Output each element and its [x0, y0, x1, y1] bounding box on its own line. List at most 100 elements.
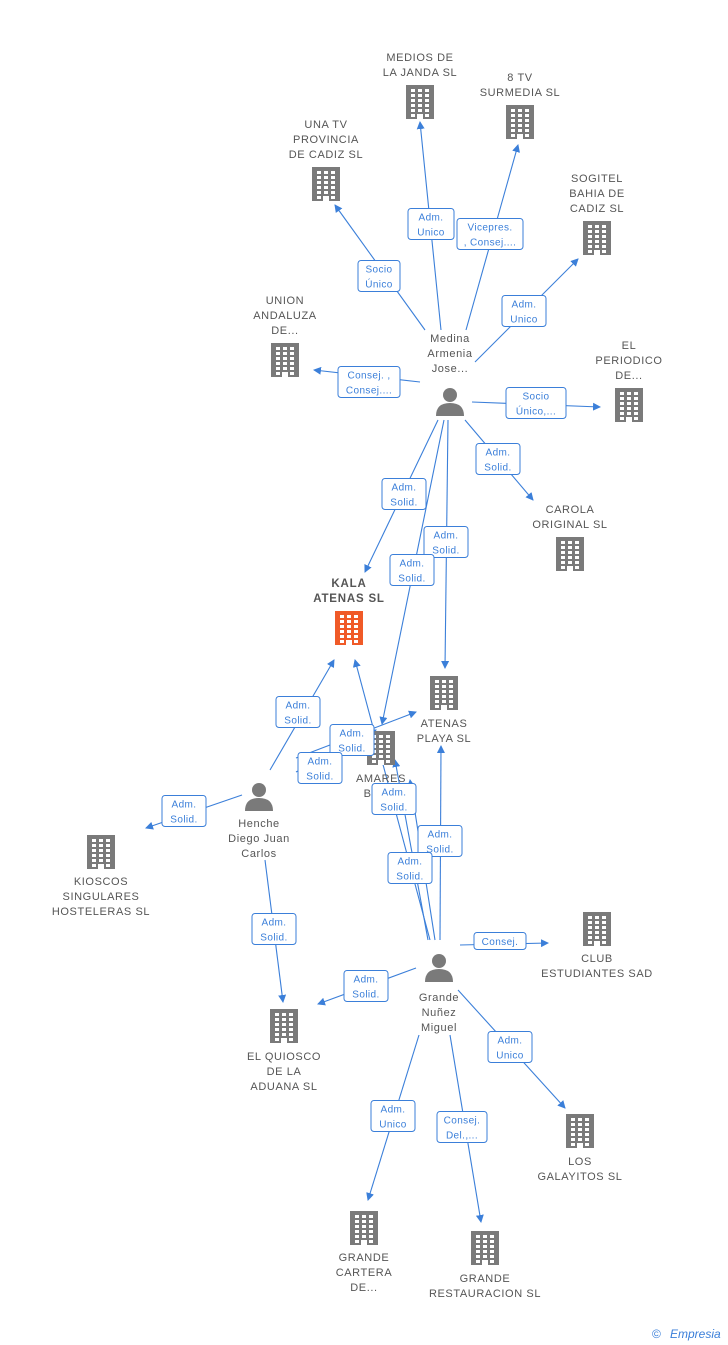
building-icon — [312, 167, 340, 201]
company-label: SURMEDIA SL — [480, 87, 561, 99]
relation-label-text: Consej. , — [347, 371, 390, 382]
relation-label[interactable]: Adm.Unico — [370, 1100, 416, 1132]
relation-label[interactable]: Adm.Unico — [487, 1031, 533, 1063]
relation-label[interactable]: Adm. Solid. — [475, 443, 521, 475]
company-label: GRANDE — [460, 1273, 511, 1285]
company-label: ATENAS SL — [313, 593, 385, 605]
relation-label-text: Adm. — [382, 788, 407, 799]
relation-label[interactable]: Adm. Unico — [501, 295, 547, 327]
relation-label[interactable]: Adm. Solid. — [297, 752, 343, 784]
relation-label-box — [251, 913, 297, 945]
relation-label[interactable]: Adm. Solid. — [371, 783, 417, 815]
company-label: DE... — [271, 325, 298, 337]
relation-label-text: Adm. — [354, 975, 379, 986]
person-label: Nuñez — [422, 1007, 457, 1019]
relation-label-box — [370, 1100, 416, 1132]
relation-label-text: Único,... — [516, 405, 556, 418]
relation-label-text: Único — [365, 278, 393, 291]
relation-label[interactable]: Consej.Del.,... — [436, 1111, 488, 1143]
relation-label-box — [436, 1111, 488, 1143]
relation-label[interactable]: Adm. Solid. — [417, 825, 463, 857]
company-label: KIOSCOS — [74, 876, 128, 888]
company-label: LOS — [568, 1156, 592, 1168]
person-label: Henche — [238, 818, 280, 830]
company-label: ATENAS — [421, 718, 468, 730]
relation-label-text: Adm. — [262, 918, 287, 929]
relation-label[interactable]: Adm.Solid. — [275, 696, 321, 728]
relation-label-text: Solid. — [390, 498, 417, 509]
relation-label[interactable]: SocioÚnico,... — [505, 387, 567, 419]
company-node-carola[interactable]: CAROLA ORIGINAL SL — [532, 504, 607, 571]
relation-label-text: Adm. — [512, 300, 537, 311]
relation-label-text: Socio — [365, 265, 392, 276]
relation-label-text: Solid. — [398, 574, 425, 585]
company-label: DE... — [350, 1282, 377, 1294]
relation-label-box — [161, 795, 207, 827]
relation-label[interactable]: Consej. — [473, 932, 527, 950]
relation-label-text: Solid. — [380, 803, 407, 814]
company-label: SINGULARES — [63, 891, 140, 903]
relation-label-box — [381, 478, 427, 510]
relation-label[interactable]: Vicepres., Consej.... — [456, 218, 524, 250]
relation-label-text: , Consej.... — [464, 238, 517, 249]
company-label: CAROLA — [546, 504, 595, 516]
person-icon — [436, 388, 464, 416]
brand-name[interactable]: Empresia — [670, 1327, 721, 1341]
company-label: ANDALUZA — [253, 310, 317, 322]
relation-label[interactable]: Adm.Solid. — [423, 526, 469, 558]
relation-label-text: Solid. — [484, 463, 511, 474]
company-label: LA JANDA SL — [383, 67, 457, 79]
company-node-8tv[interactable]: 8 TV SURMEDIA SL — [480, 72, 561, 139]
relation-label-text: Adm. — [286, 701, 311, 712]
relation-label-text: Adm. — [172, 800, 197, 811]
relation-label-text: Adm. — [308, 757, 333, 768]
relation-label-text: Unico — [510, 315, 538, 326]
company-label: GRANDE — [339, 1252, 390, 1264]
relation-label[interactable]: Adm.Solid. — [381, 478, 427, 510]
relation-label[interactable]: Adm.Solid. — [389, 554, 435, 586]
person-icon — [425, 954, 453, 982]
relation-label-text: Solid. — [426, 845, 453, 856]
relation-label[interactable]: Adm.Solid. — [387, 852, 433, 884]
building-icon — [335, 611, 363, 645]
relation-label[interactable]: Adm.Solid. — [343, 970, 389, 1002]
relation-label-text: Adm. — [486, 448, 511, 459]
company-label: DE CADIZ SL — [289, 149, 363, 161]
company-label: 8 TV — [507, 72, 532, 84]
company-node-union[interactable]: UNIONANDALUZADE... — [253, 295, 317, 377]
company-label: ORIGINAL SL — [532, 519, 607, 531]
relation-label-box — [297, 752, 343, 784]
company-node-periodico[interactable]: ELPERIODICODE... — [595, 340, 662, 422]
company-label: AMARES — [356, 773, 406, 785]
company-label: DE... — [615, 370, 642, 382]
company-node-cartera[interactable]: GRANDECARTERADE... — [336, 1211, 393, 1294]
relation-label-text: Adm. — [498, 1036, 523, 1047]
person-node-medina[interactable]: MedinaArmeniaJose... — [427, 333, 472, 416]
relation-label[interactable]: Adm.Solid. — [251, 913, 297, 945]
relation-label-box — [371, 783, 417, 815]
relation-label-box — [423, 526, 469, 558]
relation-label-text: Adm. — [428, 830, 453, 841]
relation-label[interactable]: Adm.Solid. — [161, 795, 207, 827]
relation-label[interactable]: Consej. ,Consej.... — [337, 366, 401, 398]
relation-label-text: Solid. — [306, 772, 333, 783]
person-label: Carlos — [241, 848, 276, 860]
relation-label-box — [487, 1031, 533, 1063]
relation-label[interactable]: Adm.Solid. — [329, 724, 375, 756]
relation-label[interactable]: Adm.Unico — [407, 208, 455, 240]
relation-label-box — [501, 295, 547, 327]
